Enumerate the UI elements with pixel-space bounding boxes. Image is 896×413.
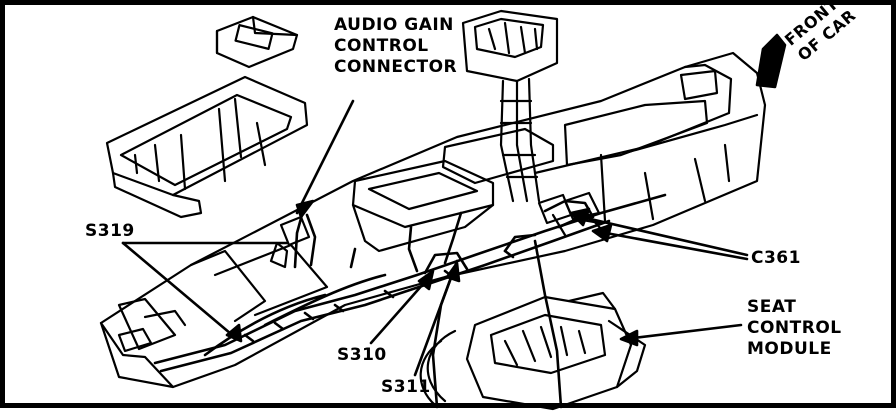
switch-top-center — [461, 9, 559, 203]
console-illustration — [99, 9, 787, 411]
label-seat-line-3: MODULE — [747, 339, 832, 359]
leader-c361-b — [593, 229, 749, 261]
leader-s319-a — [121, 241, 239, 341]
seat-control-module — [419, 291, 647, 411]
audio-gain-connector — [269, 215, 311, 269]
label-audio-gain: AUDIO GAIN CONTROL CONNECTOR — [334, 15, 457, 78]
label-seat-line-1: SEAT — [747, 297, 797, 317]
arrowhead-seat-module — [619, 329, 639, 347]
label-seat-control-module: SEAT CONTROL MODULE — [747, 297, 842, 360]
leader-seat-module — [623, 323, 743, 341]
label-c361: C361 — [751, 248, 801, 269]
arrowhead-s310 — [417, 269, 435, 291]
label-seat-line-2: CONTROL — [747, 318, 842, 338]
switch-top-left — [215, 15, 299, 69]
label-s311: S311 — [381, 377, 431, 398]
arrowhead-c361-a — [569, 207, 591, 227]
arrowhead-audio-gain — [295, 199, 315, 219]
leader-audio-gain — [295, 99, 355, 215]
leader-s311 — [413, 265, 457, 377]
label-s310-text: S310 — [337, 345, 387, 365]
leader-s310 — [369, 273, 433, 345]
label-c361-text: C361 — [751, 248, 801, 268]
label-audio-gain-line-2: CONTROL — [334, 36, 429, 56]
arrowhead-c361-b — [591, 223, 613, 243]
label-audio-gain-line-1: AUDIO GAIN — [334, 15, 454, 35]
label-s311-text: S311 — [381, 377, 431, 397]
label-s319-text: S319 — [85, 221, 135, 241]
wiring-harness — [153, 193, 667, 409]
console-body — [99, 51, 767, 389]
front-arrow-icon — [755, 33, 787, 89]
label-s319: S319 — [85, 221, 135, 242]
label-s310: S310 — [337, 345, 387, 366]
arrowhead-s319 — [225, 323, 243, 343]
leader-c361-a — [571, 213, 749, 257]
storage-tray — [105, 75, 309, 219]
leader-lines — [121, 33, 787, 377]
label-audio-gain-line-3: CONNECTOR — [334, 57, 458, 77]
arrowhead-s311 — [445, 261, 461, 283]
